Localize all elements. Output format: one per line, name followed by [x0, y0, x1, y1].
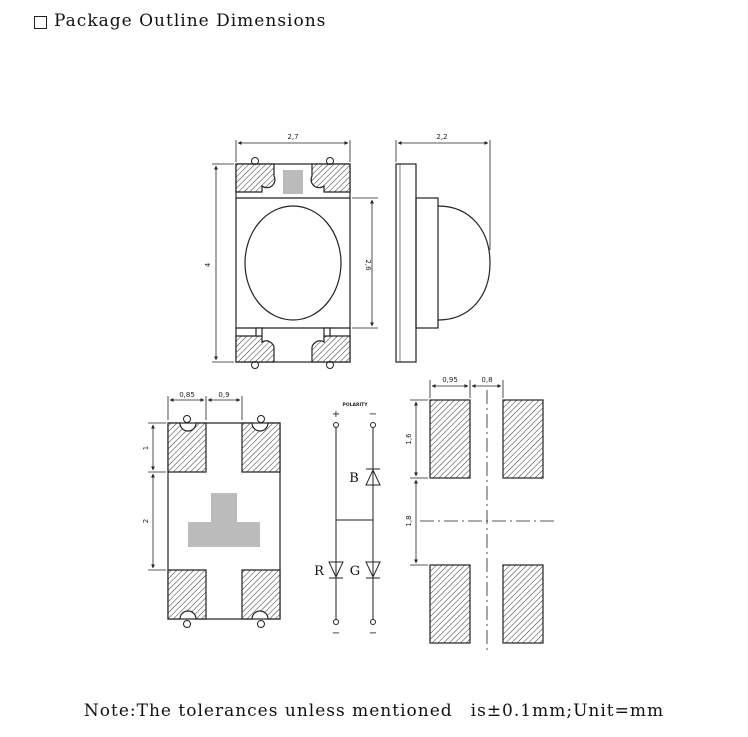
bottom-pad-tr	[241, 422, 281, 473]
checkbox-square-icon	[34, 15, 47, 29]
bottom-pad-br	[241, 569, 281, 620]
tolerance-note-text: Note:The tolerances unless mentioned	[83, 701, 453, 721]
top-pad-tr	[310, 163, 351, 193]
footprint-pad-br	[502, 564, 544, 644]
dim-lens-height: 2,6	[364, 259, 372, 271]
diode-green	[365, 561, 381, 579]
footprint-pad-tl	[429, 399, 471, 479]
side-view-base	[415, 197, 439, 329]
side-view-dimensions	[395, 140, 491, 250]
top-view	[235, 157, 351, 369]
dim-top-height: 4	[204, 262, 212, 267]
top-view-body	[235, 163, 351, 363]
dim-pad-gap: 0,9	[218, 391, 229, 399]
top-pad-bl	[235, 335, 275, 363]
dim-fp-pad-spacing: 1,8	[405, 515, 413, 526]
bottom-view-body	[167, 422, 281, 620]
top-polarity-mark	[283, 170, 303, 194]
bottom-view-dimensions	[148, 396, 243, 571]
label-red: R	[314, 564, 325, 579]
dim-pad-spacing: 2	[142, 519, 150, 523]
polarity-minus-top: −	[369, 409, 377, 420]
diode-blue	[365, 468, 381, 486]
bottom-pad-tl	[167, 422, 207, 473]
dim-pad-length: 1	[142, 446, 150, 450]
page-heading: Package Outline Dimensions	[34, 11, 326, 31]
label-blue: B	[349, 471, 359, 486]
footprint	[420, 390, 556, 652]
dim-side-depth: 2,2	[436, 133, 447, 141]
lens-circle	[244, 205, 342, 321]
dim-fp-pad-length: 1,6	[405, 433, 413, 445]
bottom-polarity-mark	[188, 493, 260, 547]
tolerance-note: Note:The tolerances unless mentioned is±0…	[0, 701, 748, 721]
polarity-plus: +	[332, 409, 340, 420]
dim-pad-width: 0,85	[179, 391, 195, 399]
label-green: G	[350, 564, 360, 579]
polarity-minus-bottom-left: −	[332, 628, 340, 639]
footprint-pad-bl	[429, 564, 471, 644]
top-view-dimensions	[212, 140, 378, 363]
side-view	[395, 163, 491, 363]
bottom-pad-bl	[167, 569, 207, 620]
side-view-body	[395, 163, 417, 363]
top-pad-tl	[235, 163, 276, 193]
footprint-dimensions	[410, 380, 504, 566]
side-view-dome	[437, 205, 491, 321]
top-pad-br	[311, 335, 351, 363]
diode-red	[328, 561, 344, 579]
polarity-circuit	[328, 422, 381, 625]
footprint-pad-tr	[502, 399, 544, 479]
polarity-minus-bottom-right: −	[369, 628, 377, 639]
polarity-title: POLARITY	[343, 402, 369, 408]
dim-top-width: 2,7	[287, 133, 298, 141]
bottom-view	[167, 415, 281, 628]
tolerance-note-unit: is±0.1mm;Unit=mm	[470, 701, 665, 721]
dim-fp-pad-gap: 0,8	[481, 376, 492, 384]
dim-fp-pad-width: 0,95	[442, 376, 458, 384]
heading-text: Package Outline Dimensions	[54, 11, 327, 31]
